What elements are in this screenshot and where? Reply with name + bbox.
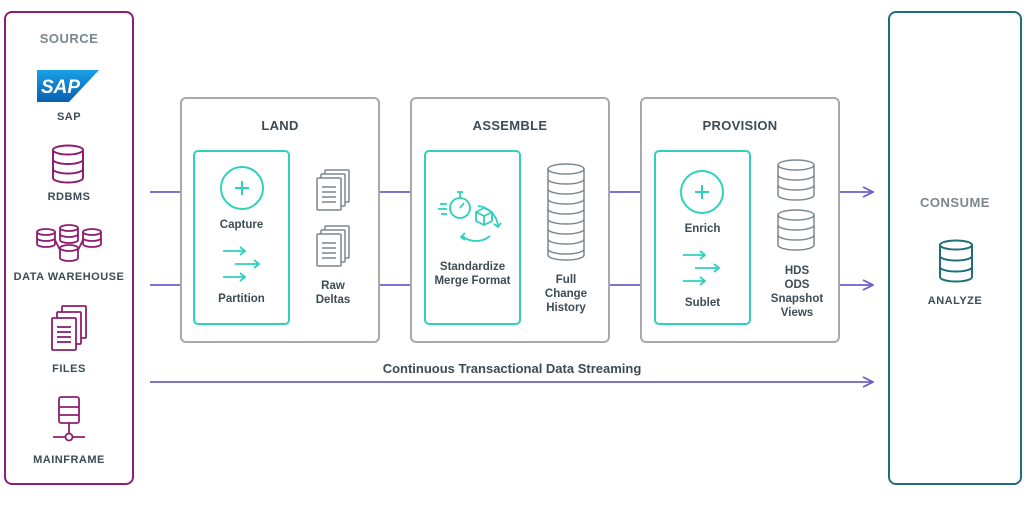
standardize-merge-format-label: Standardize Merge Format [434, 261, 511, 287]
sublet-label: Sublet [684, 297, 721, 309]
source-item-mainframe: MAINFRAME [33, 454, 105, 466]
partition-arrows-icon [223, 246, 261, 282]
consume-panel [888, 11, 1022, 485]
capture-label: Capture [219, 219, 264, 231]
streaming-label: Continuous Transactional Data Streaming [382, 361, 642, 376]
raw-deltas-label: Raw Deltas [315, 280, 351, 306]
source-title: SOURCE [39, 31, 99, 46]
plus-circle-icon [220, 166, 264, 210]
sap-logo: SAP [37, 70, 99, 102]
land-title: LAND [261, 118, 299, 133]
files-icon [51, 305, 87, 351]
source-item-rdbms: RDBMS [47, 191, 91, 203]
full-change-history-database-icon [547, 163, 585, 261]
source-item-sap: SAP [56, 111, 82, 123]
partition-label: Partition [218, 293, 265, 305]
raw-deltas-documents-icon [316, 169, 350, 267]
assemble-inner-box [424, 150, 521, 325]
views-database-icon [777, 159, 815, 251]
analyze-database-icon [939, 239, 973, 283]
standardize-cycle-icon [438, 191, 502, 242]
land-inner-box [193, 150, 290, 325]
source-item-files: FILES [52, 363, 86, 375]
full-change-history-label: Full Change History [544, 274, 588, 314]
database-icon [52, 144, 84, 184]
provision-inner-box [654, 150, 751, 325]
mainframe-icon [53, 396, 85, 442]
data-warehouse-icon [36, 224, 102, 262]
consume-title: CONSUME [920, 195, 990, 210]
sap-logo-text: SAP [41, 77, 80, 98]
source-item-data-warehouse: DATA WAREHOUSE [13, 271, 125, 283]
consume-item-analyze: ANALYZE [927, 295, 983, 307]
plus-circle-icon [680, 170, 724, 214]
source-panel [4, 11, 134, 485]
enrich-label: Enrich [684, 223, 721, 235]
provision-title: PROVISION [702, 118, 778, 133]
hds-ods-snapshot-views-label: HDS ODS Snapshot Views [770, 265, 824, 319]
sublet-arrows-icon [683, 250, 721, 286]
assemble-title: ASSEMBLE [472, 118, 548, 133]
